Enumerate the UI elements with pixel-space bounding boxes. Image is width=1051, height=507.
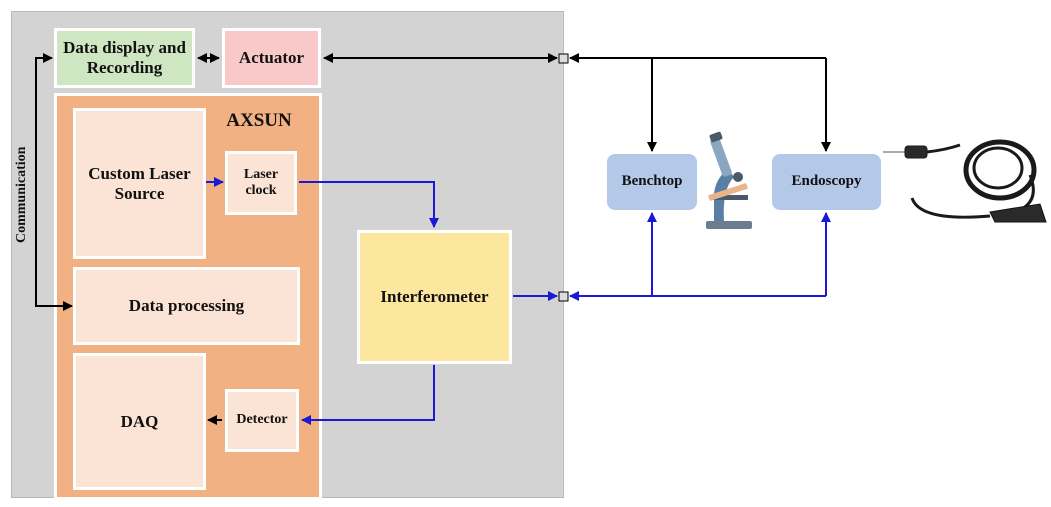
data-display-label: Data display and Recording <box>63 38 186 77</box>
connector-top <box>558 53 569 64</box>
data-display-recording-block: Data display and Recording <box>54 28 195 88</box>
data-processing-label: Data processing <box>128 296 245 316</box>
endoscopy-label: Endoscopy <box>791 173 862 190</box>
custom-laser-label: Custom Laser Source <box>88 163 191 203</box>
daq-block: DAQ <box>73 353 206 490</box>
laser-clock-block: Laser clock <box>225 151 297 215</box>
actuator-label: Actuator <box>238 48 305 68</box>
daq-label: DAQ <box>120 411 159 431</box>
data-processing-block: Data processing <box>73 267 300 345</box>
actuator-block: Actuator <box>222 28 321 88</box>
detector-label: Detector <box>236 412 288 428</box>
benchtop-label: Benchtop <box>621 173 683 190</box>
endoscope-probe-icon <box>883 139 1047 223</box>
benchtop-block: Benchtop <box>607 154 697 210</box>
signal-lines <box>206 177 831 425</box>
laser-clock-label: Laser clock <box>243 166 279 198</box>
axsun-title: AXSUN <box>226 110 292 131</box>
microscope-icon <box>706 131 752 229</box>
control-lines <box>35 53 831 425</box>
endoscopy-block: Endoscopy <box>772 154 881 210</box>
interferometer-label: Interferometer <box>380 287 489 307</box>
detector-block: Detector <box>225 389 299 452</box>
connector-bottom <box>558 291 569 302</box>
custom-laser-source-block: Custom Laser Source <box>73 108 206 259</box>
interferometer-block: Interferometer <box>357 230 512 364</box>
